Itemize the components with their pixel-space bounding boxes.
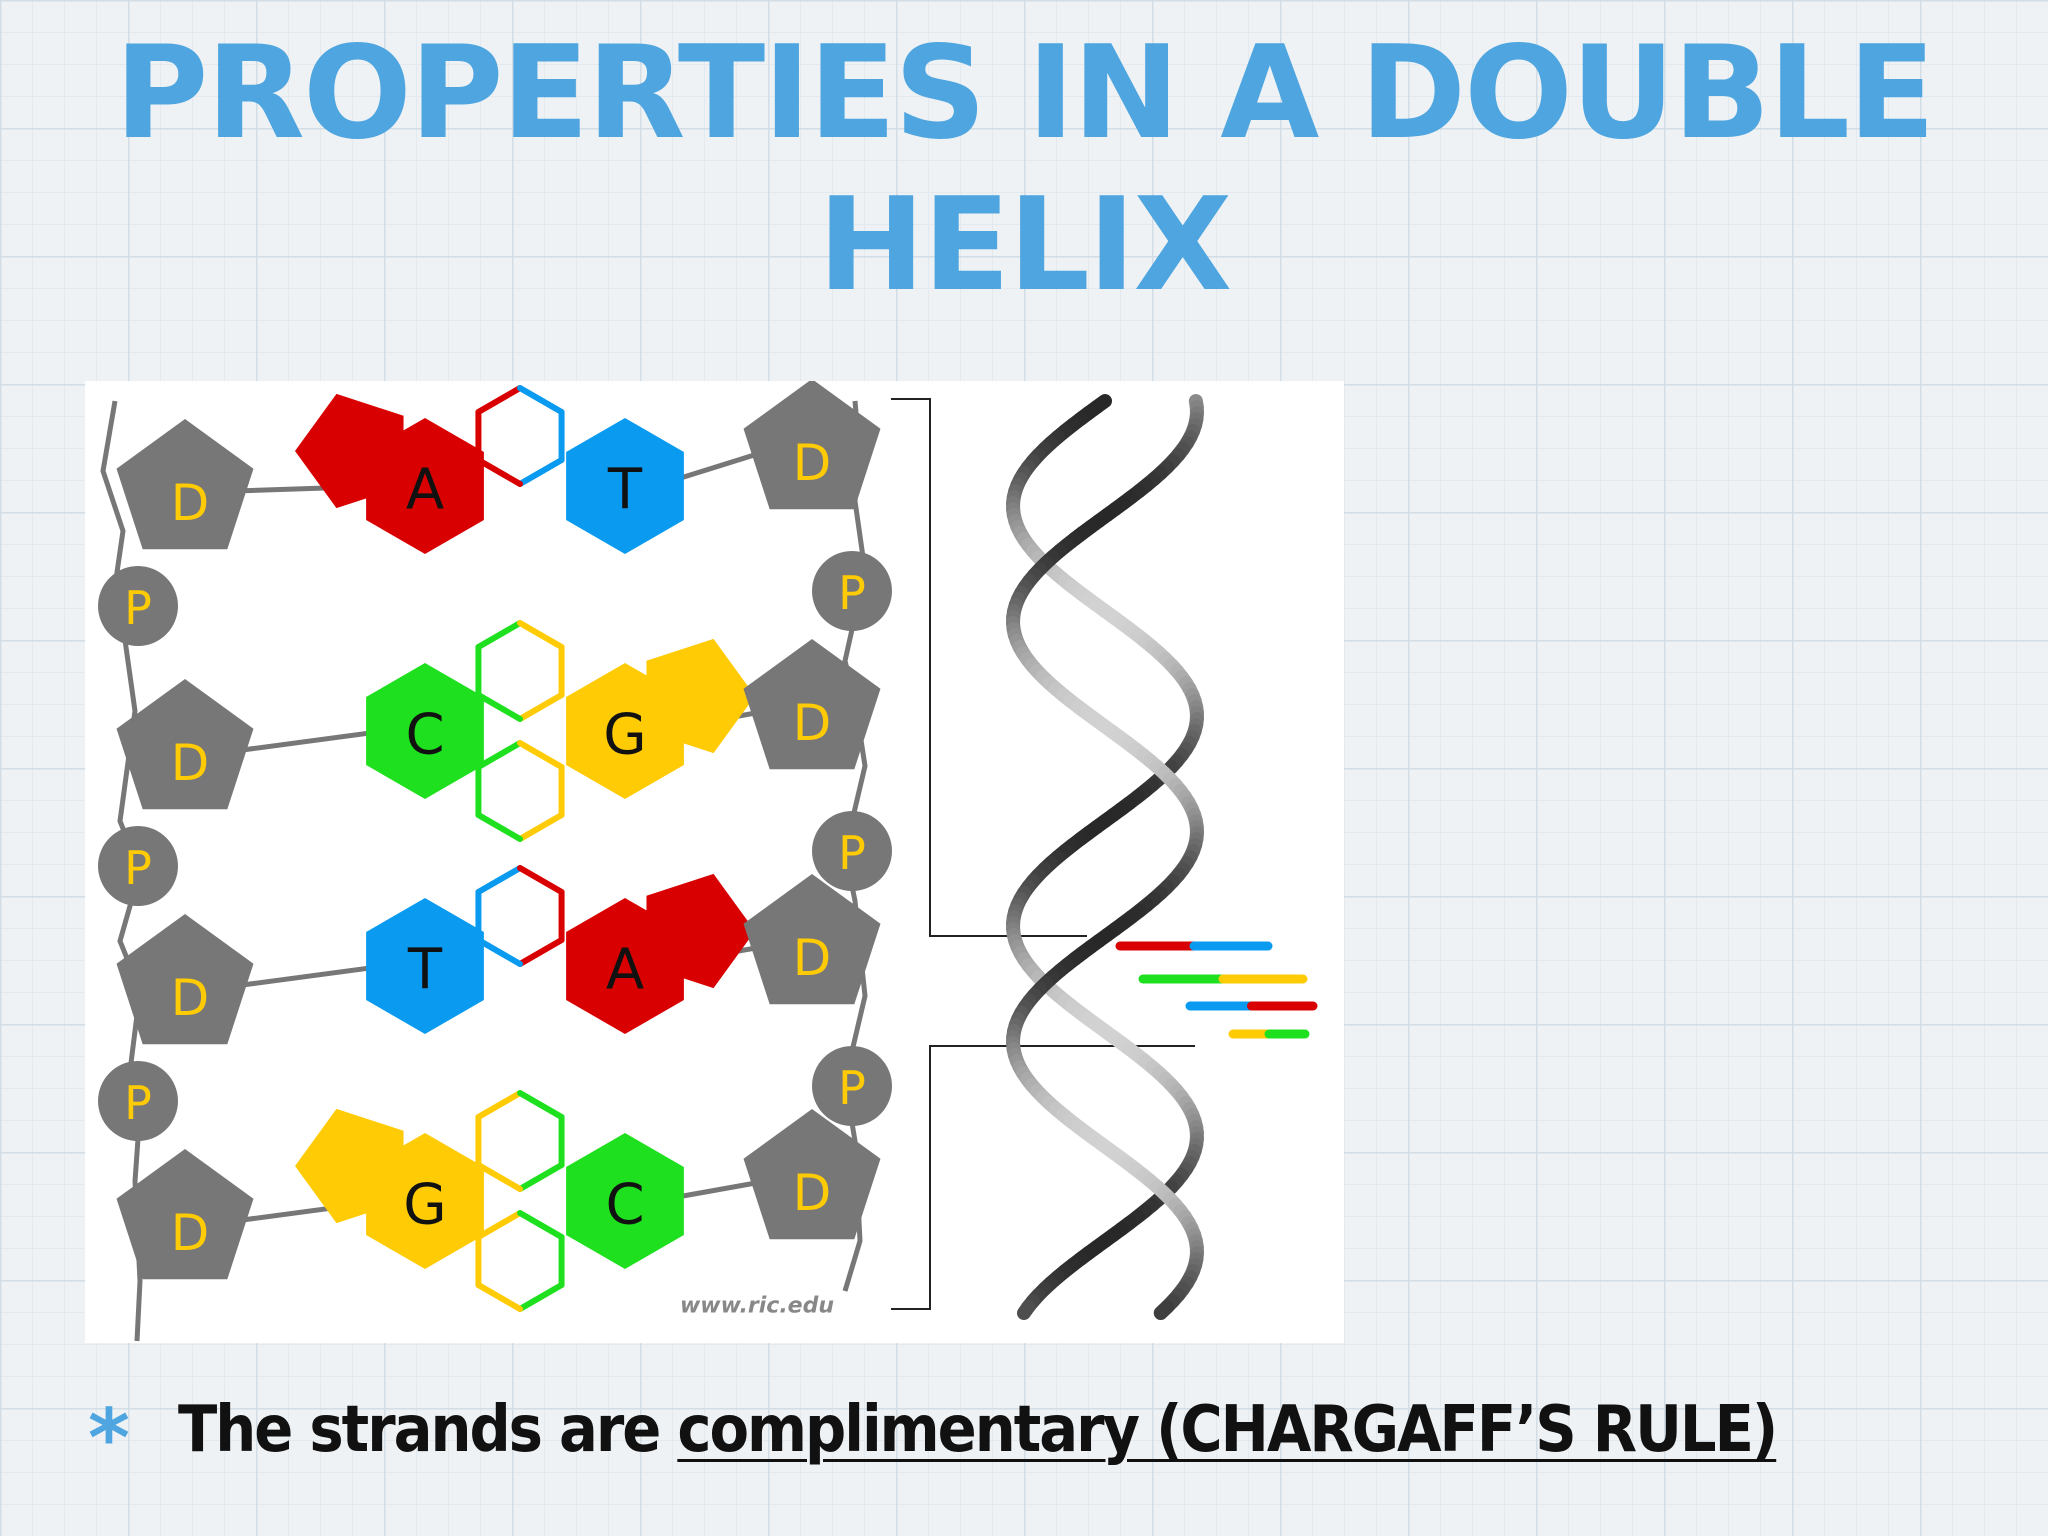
base-letter-G: G (603, 703, 646, 768)
asterisk-bullet-icon: * (88, 1392, 130, 1485)
deoxyribose-pentagon-left (116, 1149, 254, 1280)
hydrogen-bond-ring (517, 1210, 565, 1240)
deoxyribose-label-right: D (793, 434, 832, 492)
base-hexagon (566, 898, 684, 1034)
hydrogen-bond-ring (517, 692, 565, 722)
base-letter-G: G (403, 1173, 446, 1238)
base-hexagon (366, 663, 484, 799)
hydrogen-bond-ring (475, 1162, 523, 1192)
deoxyribose-label-left: D (171, 734, 210, 792)
base-letter-A: A (606, 938, 644, 1003)
phosphate-circle-left (98, 566, 178, 646)
sugar-base-bond-left (232, 963, 388, 989)
source-credit: www.ric.edu (680, 1294, 834, 1319)
deoxyribose-label-left: D (171, 1204, 210, 1262)
hydrogen-bond-ring (517, 865, 565, 895)
bullet-item: * The strands are complimentary (CHARGAF… (88, 1380, 1778, 1485)
hydrogen-bond-ring (475, 1282, 523, 1312)
phosphate-circle-left (98, 1061, 178, 1141)
bullet-text: The strands are complimentary (CHARGAFF’… (178, 1393, 1778, 1467)
hydrogen-bond-ring (475, 1090, 523, 1120)
base-letter-C: C (405, 703, 444, 768)
hydrogen-bond-ring (517, 937, 565, 967)
base-letter-C: C (605, 1173, 644, 1238)
base-hexagon (566, 418, 684, 554)
slide-title-line-1: PROPERTIES IN A DOUBLE (114, 19, 1936, 168)
bullet-text-underlined: complimentary (CHARGAFF’S RULE) (677, 1393, 1778, 1467)
hydrogen-bond-ring (475, 865, 523, 895)
deoxyribose-label-right: D (793, 929, 832, 987)
phosphate-label-right: P (838, 826, 866, 880)
slide-title: PROPERTIES IN A DOUBLE HELIX (0, 18, 2048, 322)
zoom-bracket-bottom (891, 1045, 1195, 1310)
right-backbone-line (842, 400, 868, 1292)
hydrogen-bond-ring (475, 1210, 523, 1240)
phosphate-label-left: P (124, 1076, 152, 1130)
hydrogen-bond-ring (475, 385, 523, 415)
deoxyribose-pentagon-right (743, 874, 881, 1005)
hydrogen-bond-ring (517, 1162, 565, 1192)
deoxyribose-pentagon-right (743, 639, 881, 770)
phosphate-circle-right (812, 1046, 892, 1126)
deoxyribose-pentagon-left (116, 914, 254, 1045)
deoxyribose-label-right: D (793, 694, 832, 752)
hydrogen-bond-ring (475, 812, 523, 842)
helix-strand-1 (1006, 394, 1204, 1320)
deoxyribose-pentagon-right (743, 1109, 881, 1240)
deoxyribose-pentagon-left (116, 679, 254, 810)
hydrogen-bond-ring (517, 385, 565, 415)
phosphate-circle-right (812, 551, 892, 631)
hydrogen-bond-ring (517, 1282, 565, 1312)
base-letter-T: T (607, 458, 643, 523)
phosphate-circle-left (98, 826, 178, 906)
sugar-base-bond-left (232, 728, 388, 754)
base-hexagon (366, 1133, 484, 1269)
deoxyribose-pentagon-right (743, 381, 881, 510)
phosphate-label-right: P (838, 1061, 866, 1115)
phosphate-label-left: P (124, 581, 152, 635)
base-hexagon (366, 418, 484, 554)
phosphate-circle-right (812, 811, 892, 891)
bullet-text-plain: The strands are (178, 1393, 678, 1467)
hydrogen-bond-ring (475, 692, 523, 722)
hydrogen-bond-ring (517, 457, 565, 487)
base-letter-T: T (407, 938, 443, 1003)
hydrogen-bond-ring (517, 620, 565, 650)
base-hexagon (566, 663, 684, 799)
hydrogen-bond-ring (475, 457, 523, 487)
deoxyribose-pentagon-left (116, 419, 254, 550)
helix-strand-2 (1006, 394, 1204, 1320)
hydrogen-bond-ring (517, 740, 565, 770)
deoxyribose-label-left: D (171, 969, 210, 1027)
hydrogen-bond-ring (475, 620, 523, 650)
base-hexagon (566, 1133, 684, 1269)
base-hexagon (366, 898, 484, 1034)
phosphate-label-right: P (838, 566, 866, 620)
hydrogen-bond-ring (475, 740, 523, 770)
hydrogen-bond-ring (517, 1090, 565, 1120)
base-letter-A: A (406, 458, 444, 523)
helix-ribbon-segment (1016, 1300, 1036, 1320)
phosphate-label-left: P (124, 841, 152, 895)
hydrogen-bond-ring (475, 937, 523, 967)
slide-title-line-2: HELIX (817, 171, 1232, 320)
helix-ribbon-segment (1153, 1300, 1175, 1320)
hydrogen-bond-ring (517, 812, 565, 842)
deoxyribose-label-right: D (793, 1164, 832, 1222)
deoxyribose-label-left: D (171, 474, 210, 532)
